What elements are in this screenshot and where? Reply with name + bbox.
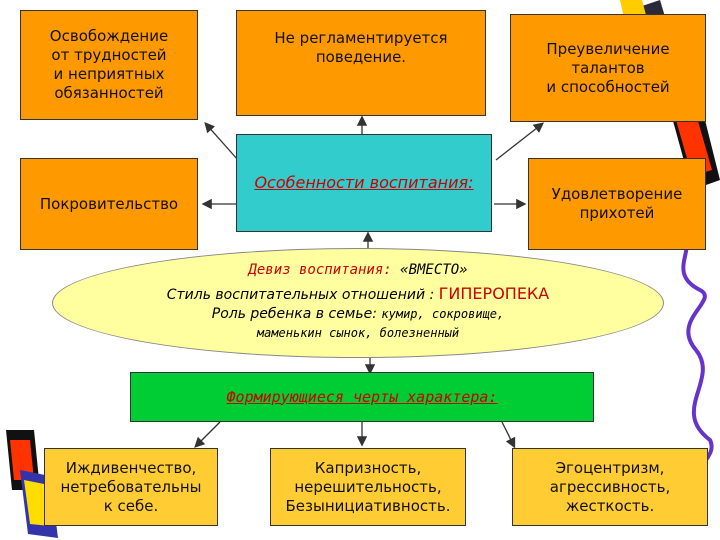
box-patronage: Покровительство <box>20 158 198 250</box>
role-value-2: маменькин сынок, болезненный <box>256 326 460 340</box>
box-egocentrism: Эгоцентризм, агрессивность, жесткость. <box>512 448 708 526</box>
motto-value: «ВМЕСТО» <box>400 262 468 278</box>
box-forming-traits: Формирующиеся черты характера: <box>130 372 594 422</box>
role-value-1: кумир, сокровище, <box>381 307 505 321</box>
box-exaggeration-of-talents: Преувеличение талантов и способностей <box>510 14 706 122</box>
role-line-2: маменькин сынок, болезненный <box>60 326 656 340</box>
box-dependency: Иждивенчество, нетребовательны к себе. <box>44 448 218 526</box>
motto-label: Девиз воспитания: <box>248 262 401 278</box>
role-label: Роль ребенка в семье: <box>211 306 382 322</box>
motto-line: Девиз воспитания: «ВМЕСТО» <box>60 262 656 278</box>
box-release-from-difficulties: Освобождение от трудностей и неприятных … <box>20 10 198 120</box>
box-satisfying-whims: Удовлетворение прихотей <box>528 158 706 250</box>
parenting-style-ellipse <box>52 248 664 358</box>
role-line-1: Роль ребенка в семье: кумир, сокровище, <box>60 306 656 322</box>
forming-traits-label: Формирующиеся черты характера: <box>226 387 498 406</box>
box-capriciousness: Капризность, нерешительность, Безынициат… <box>270 448 466 526</box>
style-value: ГИПЕРОПЕКА <box>438 284 550 303</box>
style-label: Стиль воспитательных отношений : <box>166 287 439 303</box>
style-line: Стиль воспитательных отношений : ГИПЕРОП… <box>60 284 656 303</box>
upbringing-features-label: Особенности воспитания: <box>254 173 474 192</box>
box-upbringing-features: Особенности воспитания: <box>236 134 492 232</box>
box-behavior-not-regulated: Не регламентируется поведение. <box>236 10 486 116</box>
